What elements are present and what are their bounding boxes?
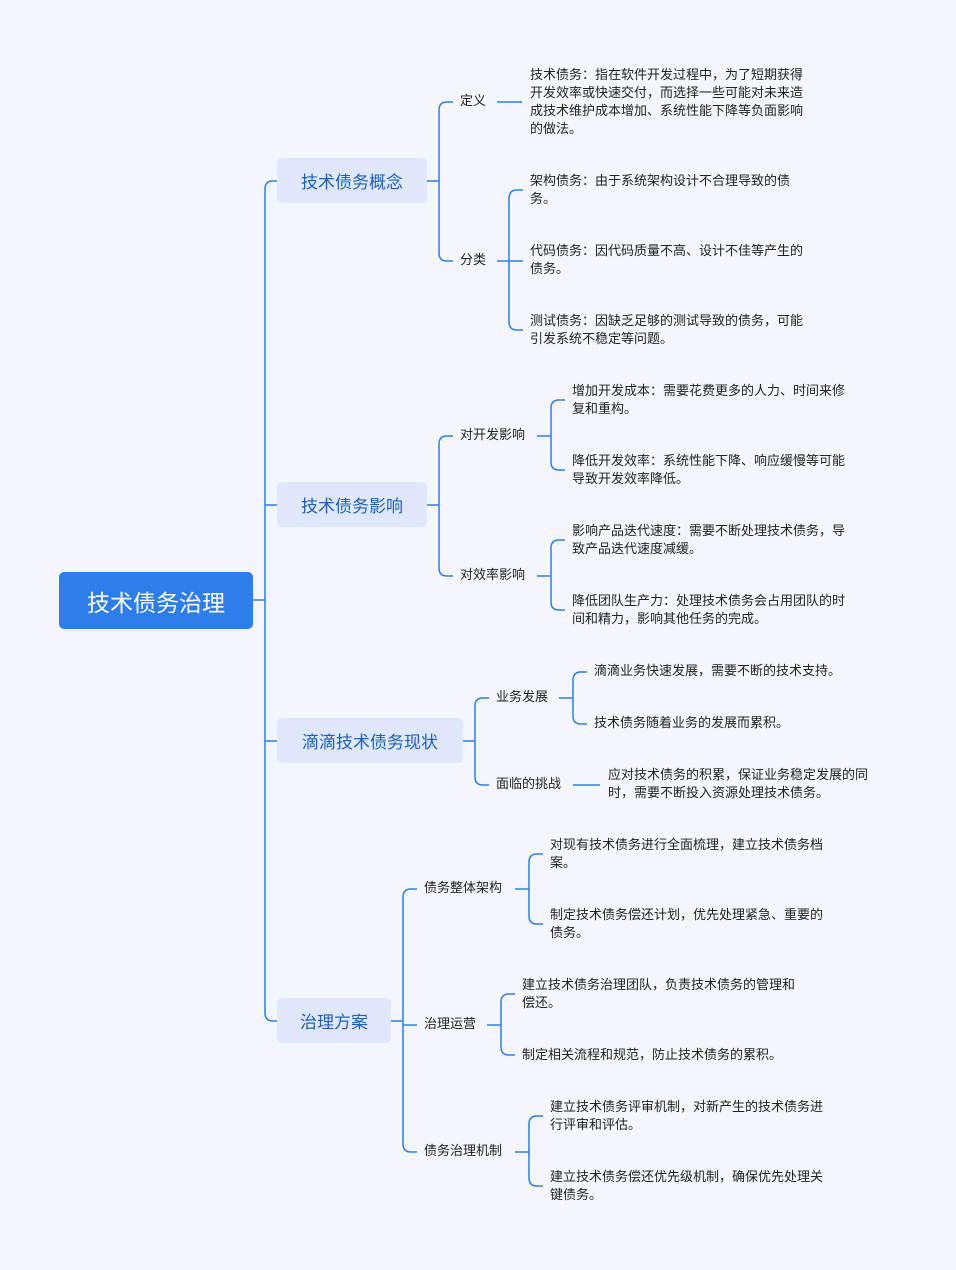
classification-connector-spine xyxy=(508,189,518,331)
leaf-team-productivity[interactable]: 降低团队生产力：处理技术债务会占用团队的时间和精力，影响其他任务的完成。 xyxy=(572,594,846,627)
business-growth-connector-spine xyxy=(572,671,582,725)
status-connector-spine xyxy=(474,697,484,786)
topic-definition[interactable]: 定义 xyxy=(460,94,487,109)
mechanism-connector-spine xyxy=(528,1115,538,1187)
operation-connector-spine xyxy=(500,993,510,1056)
architecture-connector-spine xyxy=(528,853,538,925)
leaf-process-norms[interactable]: 制定相关流程和规范，防止技术债务的累积。 xyxy=(522,1048,783,1063)
topic-challenges[interactable]: 面临的挑战 xyxy=(496,777,562,792)
concept-connector-spine xyxy=(438,101,448,262)
topic-efficiency-impact[interactable]: 对效率影响 xyxy=(460,568,526,583)
topic-classification[interactable]: 分类 xyxy=(460,253,487,268)
leaf-iteration-speed[interactable]: 影响产品迭代速度：需要不断处理技术债务，导致产品迭代速度减缓。 xyxy=(572,524,846,557)
root-topic[interactable]: 技术债务治理 xyxy=(59,572,253,629)
branch-tech-debt-concept[interactable]: 技术债务概念 xyxy=(277,158,427,203)
branch-tech-debt-impact[interactable]: 技术债务影响 xyxy=(277,482,427,527)
topic-dev-impact[interactable]: 对开发影响 xyxy=(460,428,526,443)
leaf-reduce-efficiency[interactable]: 降低开发效率：系统性能下降、响应缓慢等可能导致开发效率降低。 xyxy=(572,454,846,487)
leaf-full-review[interactable]: 对现有技术债务进行全面梳理，建立技术债务档案。 xyxy=(550,838,824,871)
leaf-governance-team[interactable]: 建立技术债务治理团队，负责技术债务的管理和偿还。 xyxy=(522,978,796,1011)
leaf-repayment-plan[interactable]: 制定技术债务偿还计划，优先处理紧急、重要的债务。 xyxy=(550,908,824,941)
leaf-code-debt[interactable]: 代码债务：因代码质量不高、设计不佳等产生的债务。 xyxy=(530,244,804,277)
dev-impact-connector-spine xyxy=(550,399,560,471)
plan-connector-spine xyxy=(402,888,412,1153)
efficiency-impact-connector-spine xyxy=(550,539,560,611)
branch-governance-plan[interactable]: 治理方案 xyxy=(277,998,391,1043)
leaf-test-debt[interactable]: 测试债务：因缺乏足够的测试导致的债务，可能引发系统不稳定等问题。 xyxy=(530,314,804,347)
topic-governance-operation[interactable]: 治理运营 xyxy=(424,1017,477,1032)
branch-didi-status[interactable]: 滴滴技术债务现状 xyxy=(277,718,463,763)
leaf-increase-cost[interactable]: 增加开发成本：需要花费更多的人力、时间来修复和重构。 xyxy=(572,384,846,417)
leaf-review-mechanism[interactable]: 建立技术债务评审机制，对新产生的技术债务进行评审和评估。 xyxy=(550,1100,824,1133)
topic-debt-architecture[interactable]: 债务整体架构 xyxy=(424,881,503,896)
leaf-definition[interactable]: 技术债务：指在软件开发过程中，为了短期获得开发效率或快速交付，而选择一些可能对未… xyxy=(530,68,804,137)
leaf-architecture-debt[interactable]: 架构债务：由于系统架构设计不合理导致的债务。 xyxy=(530,174,791,207)
topic-business-growth[interactable]: 业务发展 xyxy=(496,690,549,705)
leaf-debt-accumulation[interactable]: 技术债务随着业务的发展而累积。 xyxy=(594,716,790,731)
leaf-business-support[interactable]: 滴滴业务快速发展，需要不断的技术支持。 xyxy=(594,664,842,679)
leaf-priority-mechanism[interactable]: 建立技术债务偿还优先级机制，确保优先处理关键债务。 xyxy=(550,1170,824,1203)
topic-governance-mechanism[interactable]: 债务治理机制 xyxy=(424,1144,503,1159)
impact-connector-spine xyxy=(438,435,448,577)
leaf-challenge-detail[interactable]: 应对技术债务的积累，保证业务稳定发展的同时，需要不断投入资源处理技术债务。 xyxy=(608,768,869,801)
root-connector-spine xyxy=(264,180,274,1022)
